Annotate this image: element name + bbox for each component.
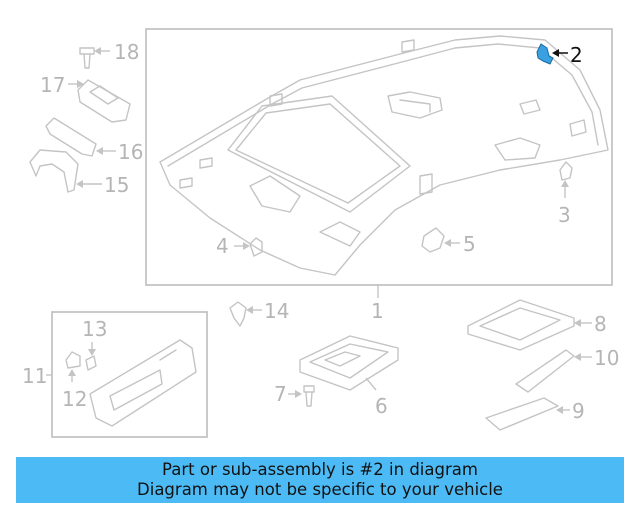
callout-15: 15	[104, 173, 129, 197]
callout-3: 3	[558, 203, 571, 227]
part-14-clip	[229, 301, 247, 327]
callout-14: 14	[264, 299, 289, 323]
part-8-bracket	[467, 299, 575, 351]
banner-line-1: Part or sub-assembly is #2 in diagram	[162, 460, 478, 479]
callout-10: 10	[594, 346, 619, 370]
banner-line-2: Diagram may not be specific to your vehi…	[137, 480, 503, 499]
part-12-clip	[65, 351, 81, 369]
part-4-clip	[249, 237, 263, 257]
callout-7: 7	[274, 382, 287, 406]
part-5-bracket	[421, 227, 445, 253]
part-3-clip	[559, 161, 573, 181]
part-6-console	[299, 335, 399, 391]
callout-12: 12	[62, 387, 87, 411]
part-2-clip	[536, 43, 554, 65]
headliner-frame	[145, 28, 613, 286]
part-7-bolt	[303, 385, 315, 407]
part-10-trim	[515, 349, 575, 393]
callout-11: 11	[22, 364, 47, 388]
callout-5: 5	[463, 232, 476, 256]
callout-17: 17	[40, 73, 65, 97]
info-banner: Part or sub-assembly is #2 in diagram Di…	[16, 457, 624, 503]
sunvisor-frame	[51, 311, 208, 438]
part-17-bracket	[77, 79, 131, 123]
callout-4: 4	[216, 234, 229, 258]
part-16-cover	[45, 117, 97, 157]
callout-18: 18	[114, 40, 139, 64]
callout-8: 8	[594, 312, 607, 336]
callout-9: 9	[572, 399, 585, 423]
part-9-cover	[485, 397, 559, 431]
callout-2: 2	[570, 43, 583, 67]
callout-6: 6	[375, 394, 388, 418]
callout-1: 1	[371, 299, 384, 323]
callout-13: 13	[82, 317, 107, 341]
parts-diagram: 1 2 3 4 5 6 7 8 9 10	[22, 28, 619, 438]
part-13-hook	[85, 355, 97, 371]
part-15-grab-handle	[29, 149, 79, 193]
headliner-panel	[159, 35, 609, 276]
callout-16: 16	[118, 140, 143, 164]
part-11-sunvisor	[89, 339, 197, 427]
part-18-screw	[79, 47, 95, 69]
